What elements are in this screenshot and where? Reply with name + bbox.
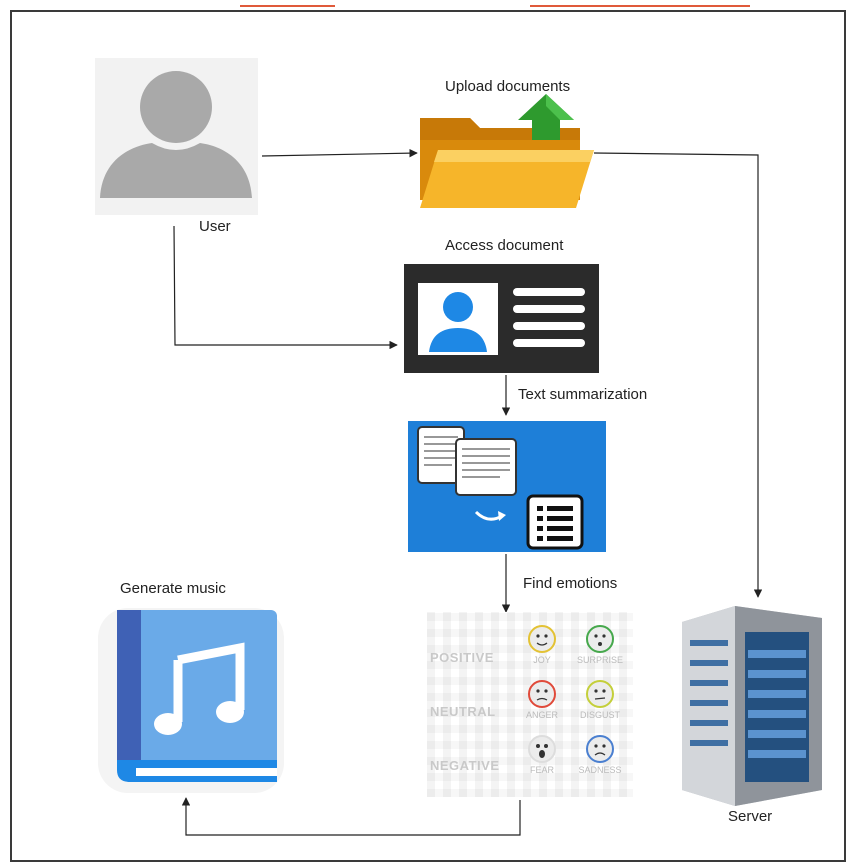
emotion-row-negative: NEGATIVE xyxy=(430,758,500,773)
face-label-disgust: DISGUST xyxy=(579,710,620,720)
face-surprise-icon xyxy=(586,625,614,653)
label-user: User xyxy=(199,218,231,235)
face-label-surprise: SURPRISE xyxy=(577,655,624,665)
server-icon xyxy=(682,606,822,806)
label-find-emotions: Find emotions xyxy=(523,575,618,592)
arrow-user-to-access xyxy=(173,225,398,350)
top-strip xyxy=(0,0,854,7)
arrow-user-to-upload xyxy=(261,148,418,158)
face-label-anger: ANGER xyxy=(525,710,558,720)
face-disgust-icon xyxy=(586,680,614,708)
emotion-row-positive: POSITIVE xyxy=(430,650,494,665)
id-card-icon xyxy=(404,264,599,373)
emotion-faces xyxy=(528,625,614,763)
emotion-row-neutral: NEUTRAL xyxy=(430,704,496,719)
face-label-joy: JOY xyxy=(533,655,551,665)
label-upload-documents: Upload documents xyxy=(445,78,571,95)
face-fear-icon xyxy=(528,735,556,763)
music-book-icon xyxy=(98,608,284,793)
face-anger-icon xyxy=(528,680,556,708)
label-server: Server xyxy=(728,808,773,825)
top-strip-underline xyxy=(530,0,750,7)
arrow-upload-to-server xyxy=(593,152,763,598)
label-text-summarization: Text summarization xyxy=(518,386,648,403)
top-strip-underline xyxy=(240,0,335,7)
face-joy-icon xyxy=(528,625,556,653)
face-label-sadness: SADNESS xyxy=(578,765,622,775)
summarization-icon xyxy=(408,421,606,552)
folder-upload-icon xyxy=(420,94,594,208)
label-generate-music: Generate music xyxy=(120,580,226,597)
user-icon xyxy=(95,58,258,215)
label-access-document: Access document xyxy=(445,237,564,254)
arrow-emotions-to-music xyxy=(181,797,521,836)
emotion-panel: POSITIVE NEUTRAL NEGATIVE xyxy=(427,612,633,797)
diagram-frame xyxy=(10,10,846,862)
face-sadness-icon xyxy=(586,735,614,763)
face-label-fear: FEAR xyxy=(529,765,554,775)
